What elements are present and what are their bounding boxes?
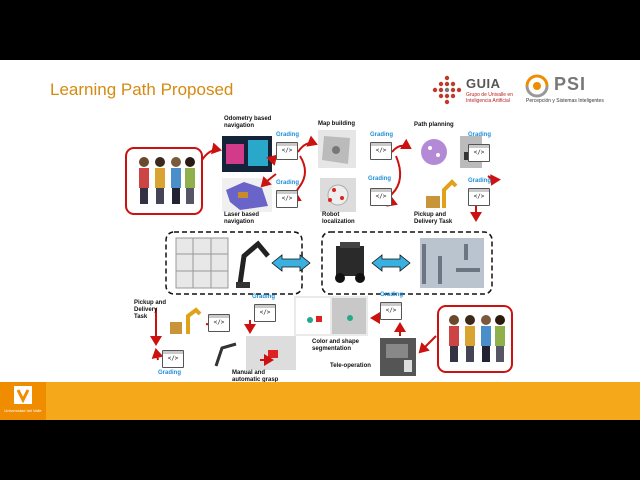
univalle-logo: Universidad del Valle [0,382,46,420]
psi-subtitle: Percepción y Sistemas Inteligentes [526,98,604,104]
pickup-top-label: Pickup and Delivery Task [414,212,453,225]
guia-dots-icon [432,75,462,105]
grading-label-localization: Grading [368,176,392,182]
footer-bar: Universidad del Valle [0,382,640,420]
guia-logo: GUIA Grupo de Univalle en Inteligencia A… [430,74,520,110]
slide-title: Learning Path Proposed [50,80,234,99]
map-building-label: Map building [318,121,355,127]
maze-image [420,238,484,288]
slide: Learning Path Proposed GUIA Grupo de Uni… [0,60,640,420]
turtlebot-image [335,242,365,283]
path-planning-image [412,136,458,168]
guia-name: GUIA [466,76,501,91]
robot-localization-label: Robot localization [322,212,355,225]
manual-grasp-image [212,336,296,370]
code-icon-path: </> [468,144,490,162]
path-planning-label: Path planning [414,122,454,128]
grading-label-odometry: Grading [276,132,300,138]
code-icon-bottom-left: </> [162,350,184,368]
color-shape-label: Color and shape segmentation [312,339,360,352]
guia-subtitle: Grupo de Univalle en Inteligencia Artifi… [466,92,513,104]
code-icon-laser: </> [276,190,298,208]
psi-name: PSI [554,74,587,94]
teleop-image [380,338,416,376]
manual-grasp-label: Manual and automatic grasp [232,370,279,383]
laser-label: Laser based navigation [224,212,260,225]
grading-label-laser: Grading [276,180,300,186]
code-icon-pickup-bottom: </> [208,314,230,332]
color-shape-image [294,296,368,336]
univalle-shield-icon [14,386,32,404]
blue-double-arrow-right [371,254,411,272]
grading-label-map: Grading [370,132,394,138]
odometry-image [222,136,272,172]
teleop-label: Tele-operation [330,363,371,369]
pickup-bottom-label: Pickup and Delivery Task [134,300,167,320]
laser-image [222,178,272,212]
psi-logo: PSI Percepción y Sistemas Inteligentes [524,74,604,110]
grading-label-manual-grasp: Grading [252,294,276,300]
code-icon-map: </> [370,142,392,160]
code-icon-odometry: </> [276,142,298,160]
grading-label-bottom-left: Grading [158,370,182,376]
pickup-top-image [424,178,460,210]
pickup-bottom-image [168,306,202,336]
code-icon-localization: </> [370,188,392,206]
grading-label-pickup-top: Grading [468,178,492,184]
code-icon-manual-grasp: </> [254,304,276,322]
robot-localization-image [320,178,356,212]
code-icon-pickup-top: </> [468,188,490,206]
univalle-text: Universidad del Valle [4,408,42,413]
robot-arm-image [236,240,270,288]
learning-path-diagram [125,130,513,376]
odometry-label: Odometry based navigation [224,116,272,129]
blue-double-arrow-left [271,254,311,272]
grading-label-color-shape: Grading [380,292,404,298]
students-group-top [125,147,203,215]
shelf-image [175,237,229,289]
code-icon-color-shape: </> [380,302,402,320]
grading-label-path: Grading [468,132,492,138]
psi-eye-icon [525,74,549,98]
map-building-image [318,130,356,168]
students-group-bottom [437,305,513,373]
